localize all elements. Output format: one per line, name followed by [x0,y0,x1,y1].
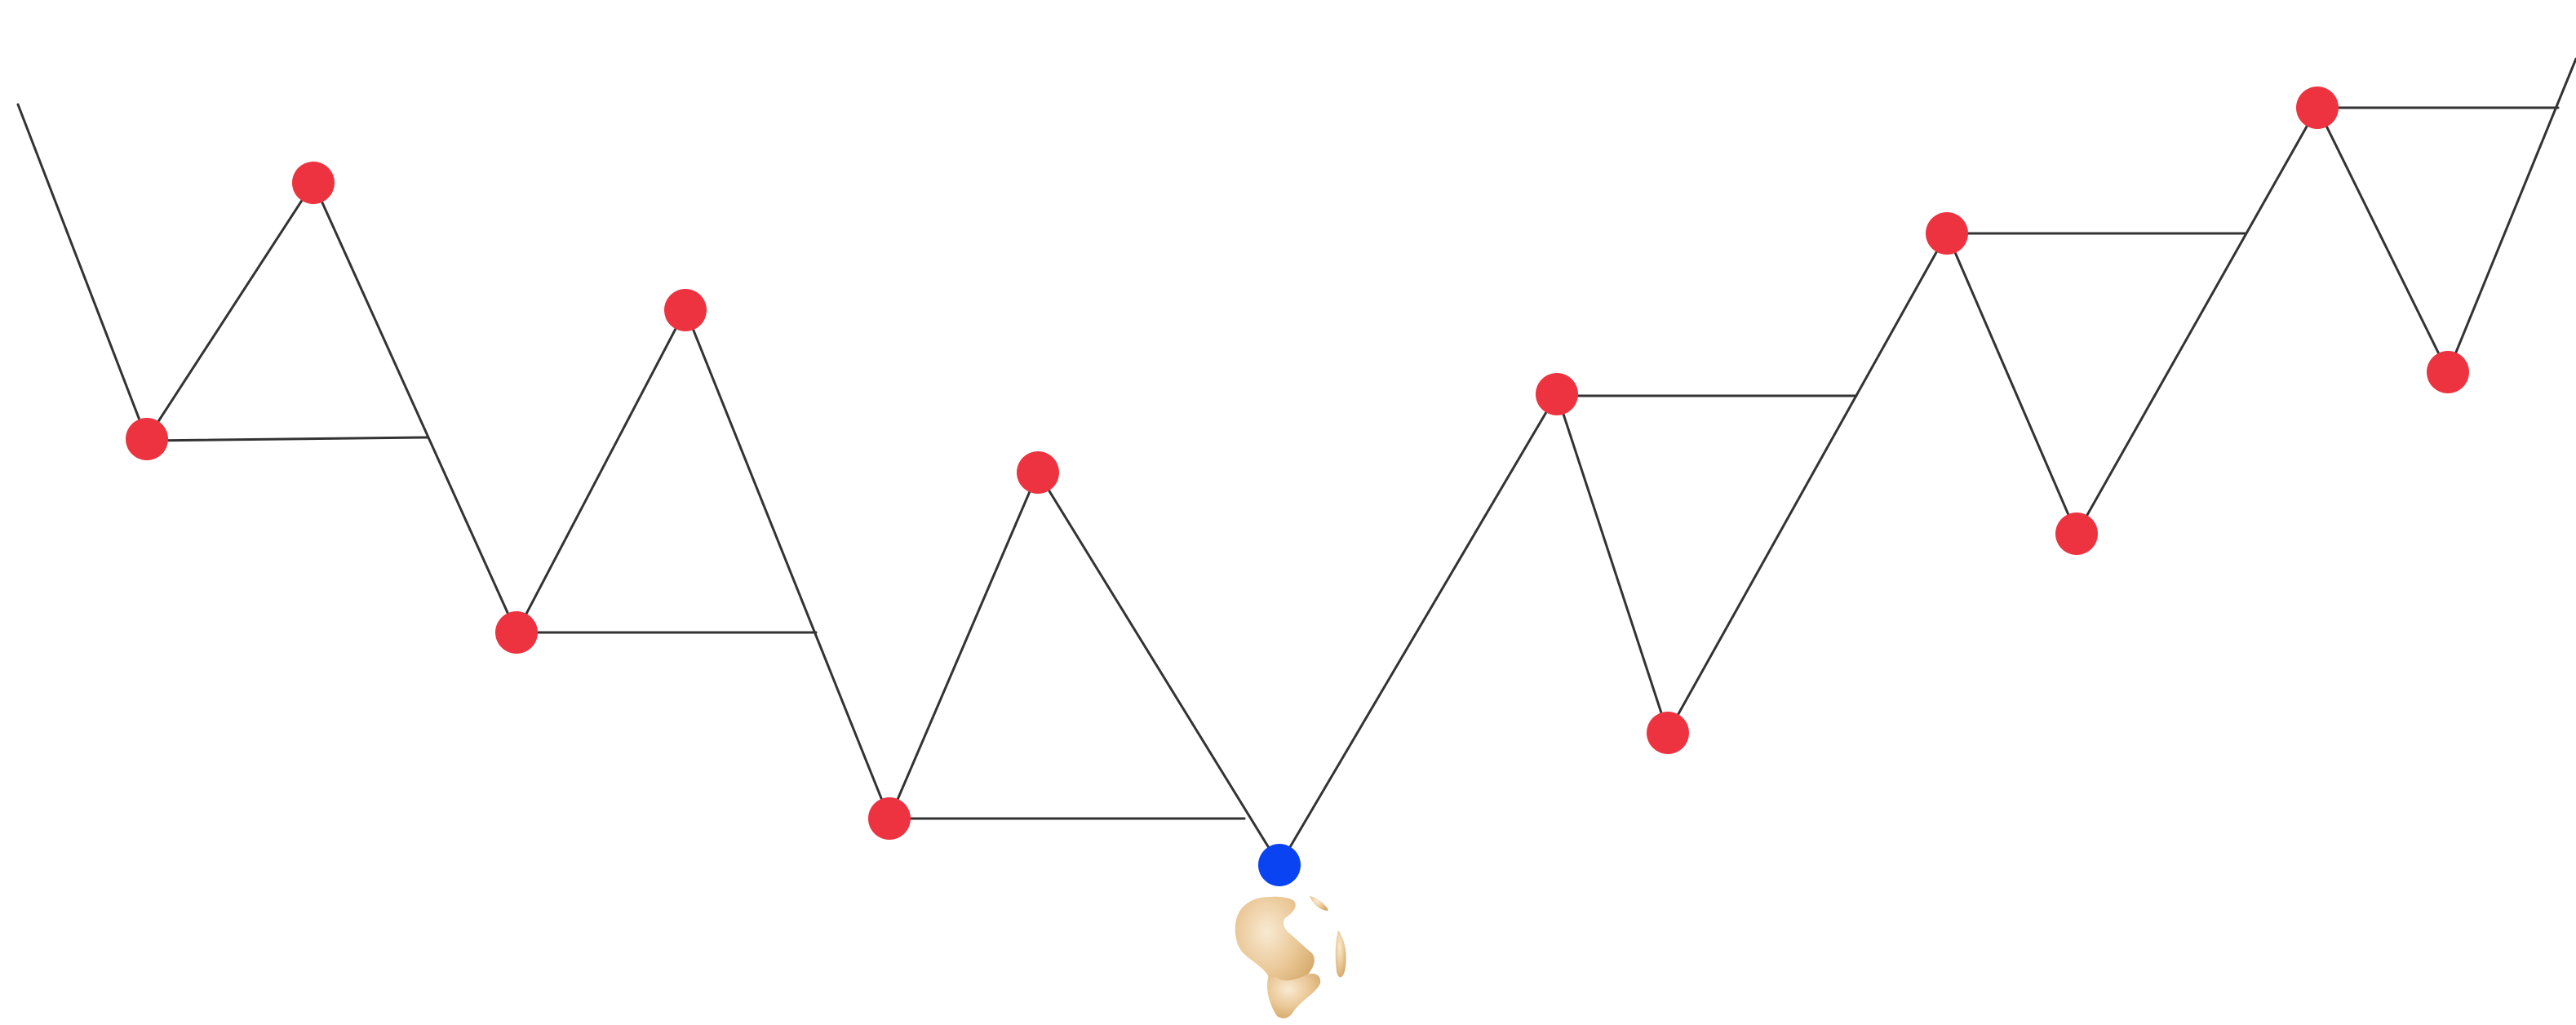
selected-point-marker[interactable] [1258,844,1301,886]
point-marker[interactable] [664,289,707,331]
point-marker[interactable] [1536,373,1578,415]
point-marker[interactable] [2055,512,2098,555]
pivot-points [126,87,2469,886]
connector-lines [16,57,2576,867]
zigzag-line [16,57,2576,867]
horizontal-connector [145,436,429,442]
point-marker[interactable] [1017,451,1059,494]
point-marker[interactable] [2427,351,2469,393]
point-marker[interactable] [868,797,911,840]
point-marker[interactable] [2296,87,2339,129]
globe-icon [1235,896,1346,1018]
point-marker[interactable] [1926,212,1968,255]
point-marker[interactable] [292,162,335,204]
point-marker[interactable] [495,611,538,654]
point-marker[interactable] [126,418,168,460]
point-marker[interactable] [1647,712,1689,754]
